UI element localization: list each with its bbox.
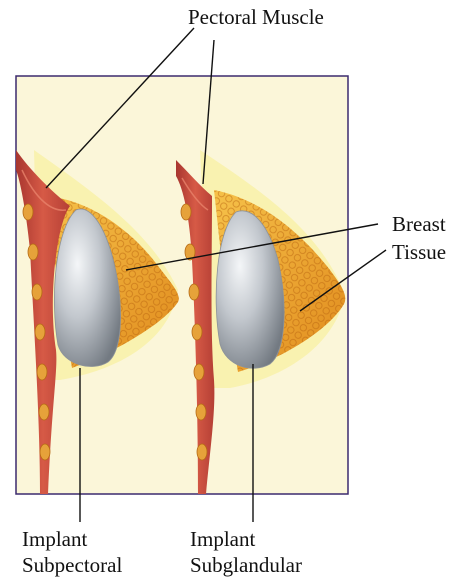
label-right-implant-line1: Implant bbox=[190, 527, 255, 551]
label-left-implant-line1: Implant bbox=[22, 527, 87, 551]
label-breast-tissue-line2: Tissue bbox=[392, 240, 446, 264]
label-left-implant-line2: Subpectoral bbox=[22, 553, 122, 577]
illustration-panel bbox=[16, 76, 348, 494]
label-pectoral-muscle: Pectoral Muscle bbox=[188, 5, 324, 29]
label-breast-tissue-line1: Breast bbox=[392, 212, 446, 236]
label-right-implant-line2: Subglandular bbox=[190, 553, 302, 577]
